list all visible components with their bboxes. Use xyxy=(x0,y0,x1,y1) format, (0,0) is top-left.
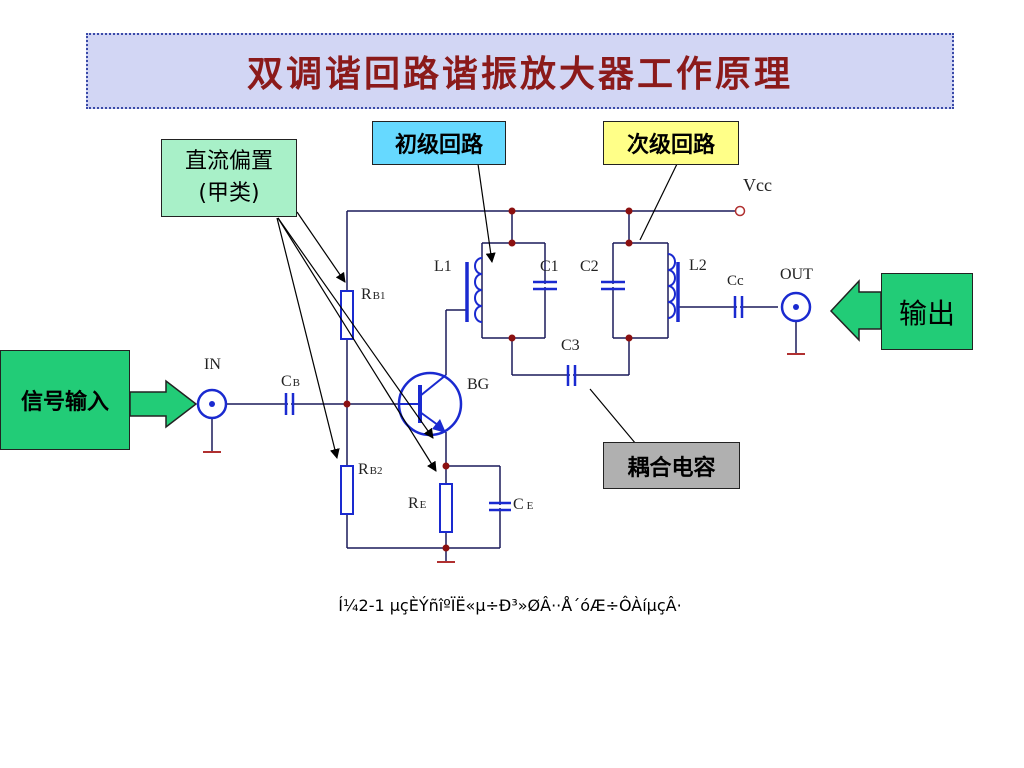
label-out: OUT xyxy=(780,266,813,283)
output-callout: 输出 xyxy=(881,273,973,350)
page-title: 双调谐回路谐振放大器工作原理 xyxy=(246,53,793,95)
dc-bias-callout: 直流偏置 (甲类) xyxy=(161,139,297,217)
output-label: 输出 xyxy=(898,296,955,330)
label-c1: C1 xyxy=(540,258,559,275)
label-l2: L2 xyxy=(689,257,707,274)
transformer-cores xyxy=(465,262,680,322)
annotation-pointers xyxy=(276,163,496,472)
label-re: RE xyxy=(408,495,427,512)
label-cb: CB xyxy=(281,373,300,390)
junction-nodes xyxy=(343,207,633,552)
label-rb1: RB1 xyxy=(361,286,386,303)
secondary-loop-callout: 次级回路 xyxy=(603,121,739,165)
primary-loop-label: 初级回路 xyxy=(394,133,483,158)
label-c2: C2 xyxy=(580,258,599,275)
signal-input-label: 信号输入 xyxy=(20,390,109,415)
output-arrow xyxy=(829,279,882,342)
ground-symbols xyxy=(203,353,805,563)
primary-loop-callout: 初级回路 xyxy=(372,121,506,165)
annotation-leaders xyxy=(589,163,678,445)
label-l1: L1 xyxy=(434,258,452,275)
coupling-cap-label: 耦合电容 xyxy=(627,455,716,481)
signal-input-callout: 信号输入 xyxy=(0,350,130,450)
label-c3: C3 xyxy=(561,337,580,354)
component-labels: Vcc L1 C1 C2 L2 Cc OUT C3 IN BG CB RB1 R… xyxy=(204,175,813,513)
label-bg: BG xyxy=(467,376,490,393)
label-vcc: Vcc xyxy=(743,175,772,195)
transistor-bg xyxy=(397,371,463,437)
secondary-loop-label: 次级回路 xyxy=(626,133,715,158)
inductors xyxy=(474,253,676,323)
input-arrow xyxy=(129,379,198,429)
label-in: IN xyxy=(204,356,221,373)
label-rb2: RB2 xyxy=(358,461,383,478)
terminals xyxy=(196,205,812,420)
dc-bias-label: 直流偏置 xyxy=(184,149,273,174)
capacitors xyxy=(284,280,744,512)
coupling-cap-callout: 耦合电容 xyxy=(603,442,740,489)
label-cc: Cc xyxy=(727,273,744,289)
figure-caption: Í¼2-1 µçÈÝñîºÏË«µ÷Ð³»ØÂ··Å´óÆ÷Ô­ÀíµçÂ· xyxy=(338,596,682,615)
title-banner: 双调谐回路谐振放大器工作原理 xyxy=(86,33,954,109)
class-a-label: (甲类) xyxy=(198,181,260,206)
